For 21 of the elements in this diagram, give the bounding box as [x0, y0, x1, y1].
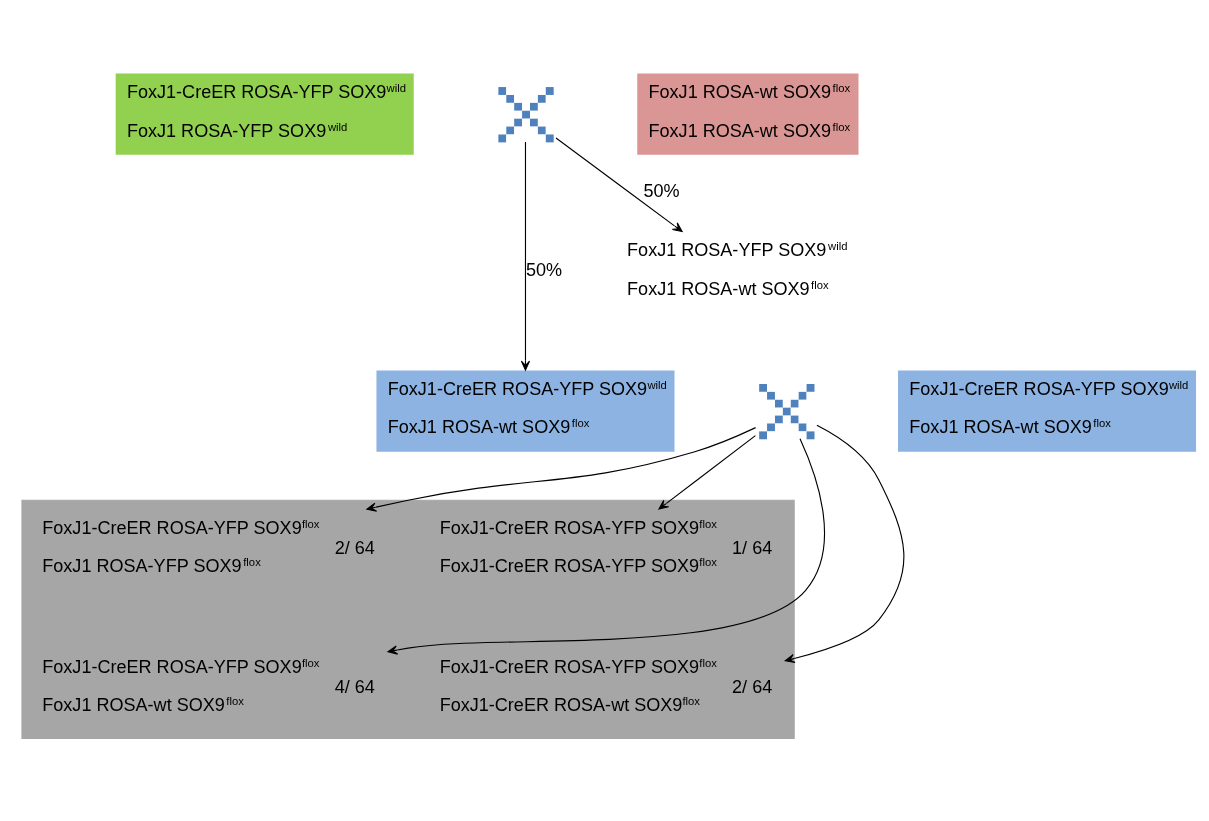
- node-box: FoxJ1 ROSA-wt SOX9$^{flox}$ FoxJ1 ROSA-wt SOX9$^{flox}$: [637, 73, 859, 155]
- edge-label: 50%: [526, 260, 563, 281]
- node-label: 2/ 64: [334, 538, 375, 559]
- node-text: FoxJ1 ROSA-YFP SOX9$^{wild}$ FoxJ1 ROSA-wt SOX9$^{flox}$: [627, 240, 848, 299]
- edge-label: 50%: [643, 181, 680, 202]
- node-text: FoxJ1-CreER ROSA-YFP SOX9$^{flox}$ FoxJ1-CreER ROSA-wt SOX9$^{flox}$: [439, 656, 717, 716]
- node-box: FoxJ1-CreER ROSA-YFP SOX9$^{wild}$ FoxJ1 ROSA-wt SOX9$^{flox}$: [898, 370, 1197, 452]
- node-label: 2/ 64: [732, 677, 773, 698]
- arrow: [520, 141, 531, 371]
- arrow: [387, 438, 825, 655]
- arrow: [658, 435, 756, 510]
- arrow: [555, 137, 683, 233]
- node-text: FoxJ1-CreER ROSA-YFP SOX9$^{flox}$ FoxJ1 ROSA-YFP SOX9$^{flox}$: [42, 517, 320, 577]
- node-label: 4/ 64: [334, 677, 375, 698]
- node-text: FoxJ1-CreER ROSA-YFP SOX9$^{flox}$ FoxJ1 ROSA-wt SOX9$^{flox}$: [42, 656, 320, 716]
- node-box: FoxJ1-CreER ROSA-YFP SOX9$^{wild}$ FoxJ1 ROSA-YFP SOX9$^{wild}$: [115, 73, 414, 155]
- node-box: FoxJ1-CreER ROSA-YFP SOX9$^{wild}$ FoxJ1 ROSA-wt SOX9$^{flox}$: [376, 370, 675, 452]
- arrow: [366, 427, 757, 512]
- arrow: [784, 424, 905, 664]
- node-text: FoxJ1-CreER ROSA-YFP SOX9$^{flox}$ FoxJ1-CreER ROSA-YFP SOX9$^{flox}$: [439, 517, 717, 577]
- node-label: 1/ 64: [732, 538, 773, 559]
